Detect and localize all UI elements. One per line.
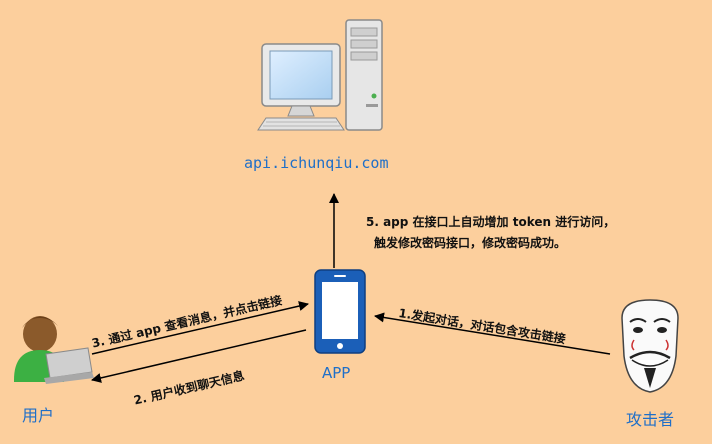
user-label: 用户 [22,406,55,425]
step5-line1: 5. app 在接口上自动增加 token 进行访问， [366,215,616,229]
server-host-label: api.ichunqiu.com [244,154,389,172]
phone-icon [314,269,366,354]
arrow-step2 [91,329,307,383]
attacker-mask-icon [621,299,679,393]
computer-icon [257,19,383,131]
app-label: APP [322,364,351,382]
attacker-label: 攻击者 [626,410,675,429]
arrow-step3 [91,301,309,355]
step5-line2: 触发修改密码接口，修改密码成功。 [374,236,567,250]
user-icon [14,316,94,384]
arrow-step1 [374,312,611,355]
